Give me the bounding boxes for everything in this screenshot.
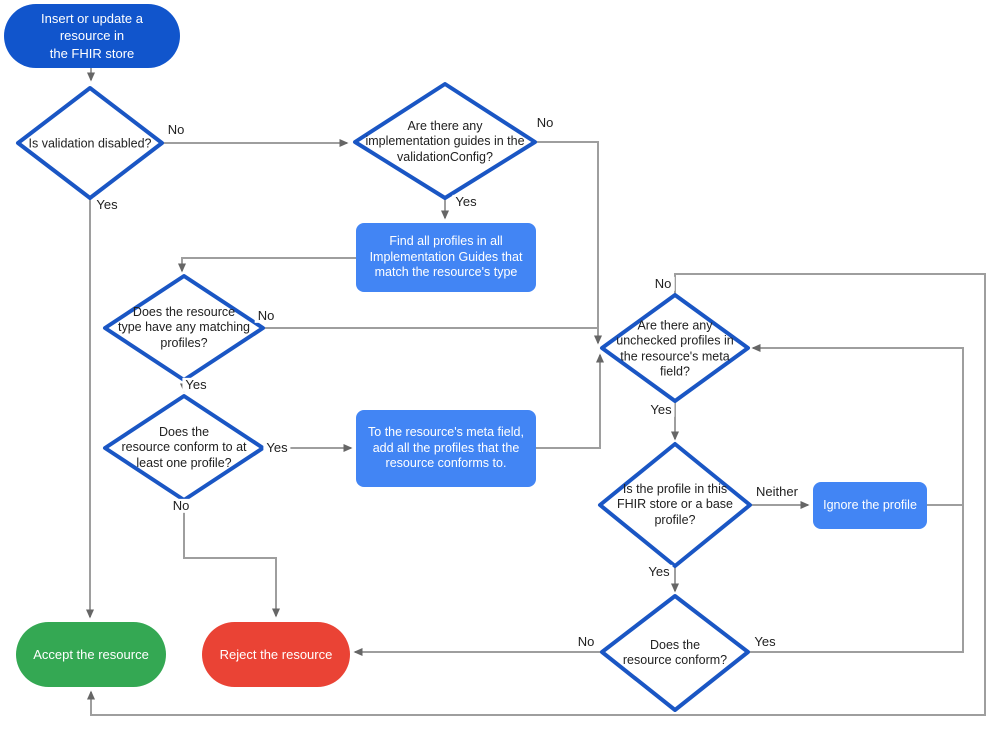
node-reject: Reject the resource bbox=[202, 622, 350, 687]
decision-validation-disabled-shape bbox=[16, 86, 164, 200]
decision-profile-in-store-shape bbox=[598, 442, 752, 568]
node-add-profiles-meta: To the resource's meta field, add all th… bbox=[356, 410, 536, 487]
edge-label-unchecked-no: No bbox=[651, 276, 675, 292]
edge-resource-conform-yes-loop bbox=[748, 344, 964, 653]
decision-conform-one-profile-label: Does the resource conform to at least on… bbox=[121, 425, 247, 470]
edge-label-resource-conform-yes: Yes bbox=[751, 634, 779, 650]
edge-label-validation-no: No bbox=[164, 122, 188, 138]
edge-label-guides-no: No bbox=[533, 115, 557, 131]
decision-matching-profiles-label: Does the resource type have any matching… bbox=[117, 305, 251, 350]
decision-profile-in-store-label: Is the profile in this FHIR store or a b… bbox=[616, 482, 733, 527]
decision-unchecked-profiles-label: Are there any unchecked profiles in the … bbox=[616, 318, 734, 379]
edge-label-matching-yes: Yes bbox=[182, 377, 210, 393]
edge-label-resource-conform-no: No bbox=[574, 634, 598, 650]
node-ignore-profile: Ignore the profile bbox=[813, 482, 927, 529]
decision-resource-conform-shape bbox=[600, 594, 750, 712]
decision-implementation-guides-label: Are there any implementation guides in t… bbox=[365, 119, 525, 164]
edge-label-conform-one-no: No bbox=[169, 498, 193, 514]
edge-label-matching-no: No bbox=[254, 308, 278, 324]
node-start: Insert or update a resource in the FHIR … bbox=[4, 4, 180, 68]
node-find-profiles: Find all profiles in all Implementation … bbox=[356, 223, 536, 292]
node-accept: Accept the resource bbox=[16, 622, 166, 687]
edge-label-validation-yes: Yes bbox=[93, 197, 121, 213]
decision-implementation-guides-shape bbox=[353, 82, 537, 200]
decision-resource-conform-label: Does the resource conform? bbox=[622, 637, 728, 667]
edge-label-guides-yes: Yes bbox=[452, 194, 480, 210]
decision-unchecked-profiles-shape bbox=[600, 293, 750, 403]
edge-guides-no bbox=[535, 141, 602, 345]
edge-label-conform-one-yes: Yes bbox=[263, 440, 291, 456]
edge-find-to-matching bbox=[178, 257, 356, 273]
edge-label-store-yes: Yes bbox=[645, 564, 673, 580]
edge-meta-to-unchecked bbox=[536, 353, 604, 449]
edge-conform-one-no bbox=[183, 500, 280, 618]
decision-validation-disabled-label: Is validation disabled? bbox=[28, 136, 152, 151]
edge-label-store-neither: Neither bbox=[753, 484, 801, 500]
edge-unchecked-no-loop bbox=[87, 273, 986, 716]
edge-label-unchecked-yes: Yes bbox=[647, 402, 675, 418]
